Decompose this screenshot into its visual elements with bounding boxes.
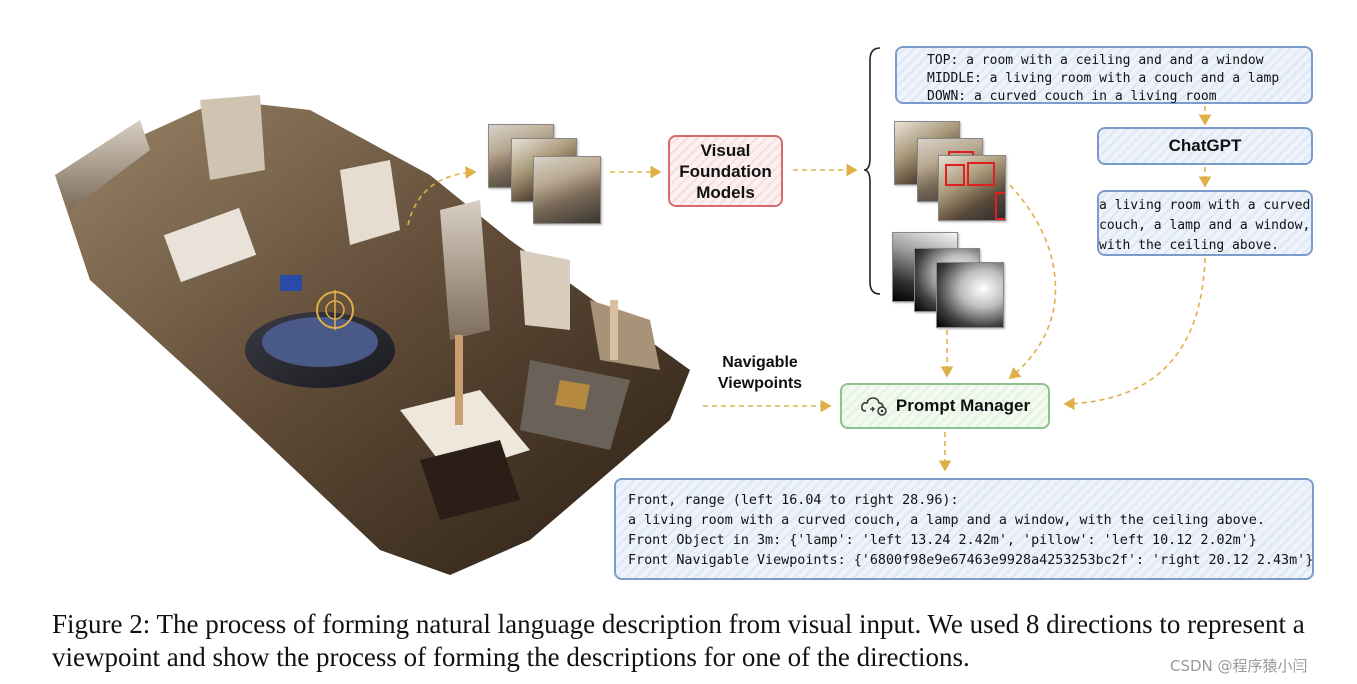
navigable-label-line-2: Viewpoints (717, 375, 803, 392)
depth-thumb-3 (936, 262, 1004, 328)
prompt-description-line: a living room with a curved couch, a lam… (628, 513, 1265, 528)
middle-caption: MIDDLE: a living room with a couch and a… (927, 71, 1280, 86)
figure-caption: Figure 2: The process of forming natural… (52, 609, 1305, 672)
detection-thumb-3 (938, 155, 1006, 221)
watermark: CSDN @程序猿小闫 (1170, 657, 1308, 675)
navigable-label-line-1: Navigable (722, 354, 798, 371)
prompt-range-line: Front, range (left 16.04 to right 28.96)… (628, 493, 959, 508)
navigable-viewpoints-label: Navigable Viewpoints (700, 352, 820, 394)
detection-box (967, 162, 995, 186)
vfm-label-line-2: Foundation (679, 161, 772, 181)
input-view-thumb-3 (533, 156, 601, 224)
arrow-detection-to-prompt-manager (1008, 184, 1057, 380)
chatgpt-output-line-3: with the ceiling above. (1099, 238, 1280, 253)
vfm-label-line-1: Visual (700, 140, 751, 160)
chatgpt-output-line-2: couch, a lamp and a window, (1099, 218, 1311, 233)
arrow-output-to-prompt-manager (1063, 257, 1206, 411)
prompt-manager-label: Prompt Manager (895, 396, 1031, 415)
detection-box (995, 192, 1005, 220)
down-caption: DOWN: a curved couch in a living room (927, 89, 1217, 104)
caption-per-level-box: TOP: a room with a ceiling and and a win… (895, 46, 1313, 104)
top-caption: TOP: a room with a ceiling and and a win… (927, 53, 1264, 68)
final-prompt-box: Front, range (left 16.04 to right 28.96)… (614, 478, 1314, 580)
visual-foundation-models-box: Visual Foundation Models (668, 135, 783, 207)
output-bracket (864, 47, 881, 295)
chatgpt-output-line-1: a living room with a curved (1099, 198, 1311, 213)
prompt-manager-box: Prompt Manager (840, 383, 1050, 429)
cloud-gear-icon (861, 397, 887, 416)
prompt-viewpoints-line: Front Navigable Viewpoints: {'6800f98e9e… (628, 553, 1314, 568)
chatgpt-output-box: a living room with a curved couch, a lam… (1097, 190, 1313, 256)
house-3d-scan-image (55, 95, 690, 575)
chatgpt-label: ChatGPT (1168, 136, 1242, 155)
vfm-label-line-3: Models (696, 182, 755, 202)
chatgpt-box: ChatGPT (1097, 127, 1313, 165)
prompt-objects-line: Front Object in 3m: {'lamp': 'left 13.24… (628, 533, 1257, 548)
detection-box (945, 164, 965, 186)
